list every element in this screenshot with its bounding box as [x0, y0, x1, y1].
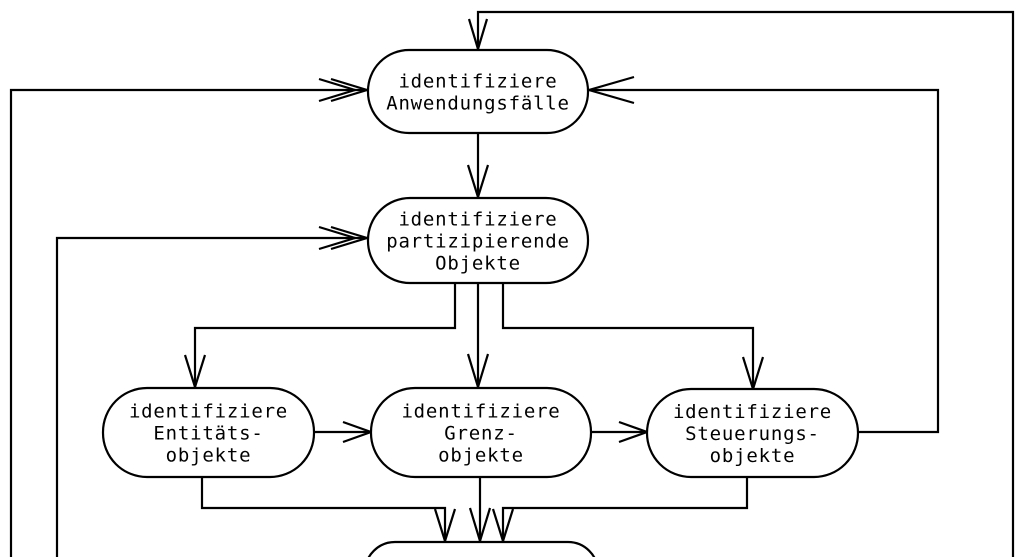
node-shape-entitaets — [101, 386, 316, 479]
edge-partizipierende-to-steuerungs — [501, 283, 765, 393]
edge-steuerungs-to-bottom — [491, 478, 749, 545]
edge-entitaets-to-grenz — [314, 420, 375, 444]
edge-grenz-to-bottom — [468, 478, 492, 545]
edge-partizipierende-to-entitaets — [183, 283, 457, 391]
edge-entitaets-to-bottom — [200, 478, 457, 545]
edge-grenz-to-steuerungs — [591, 420, 651, 444]
edge-partizipierende-to-grenz — [466, 283, 490, 391]
node-shape-grenz — [369, 386, 593, 479]
node-bottom-partial — [367, 540, 596, 557]
edge-anwendungsfaelle-to-partizipierende — [466, 133, 490, 201]
node-shape-steuerungs — [645, 387, 860, 479]
edge-loop-left-outer-to-anwendungsfaelle — [9, 77, 371, 557]
node-shape-bottom-partial — [367, 540, 596, 557]
node-shape-anwendungsfaelle — [366, 48, 590, 135]
node-shape-partizipierende — [366, 196, 590, 285]
edge-steuerungs-to-anwendungsfaelle — [585, 75, 940, 434]
